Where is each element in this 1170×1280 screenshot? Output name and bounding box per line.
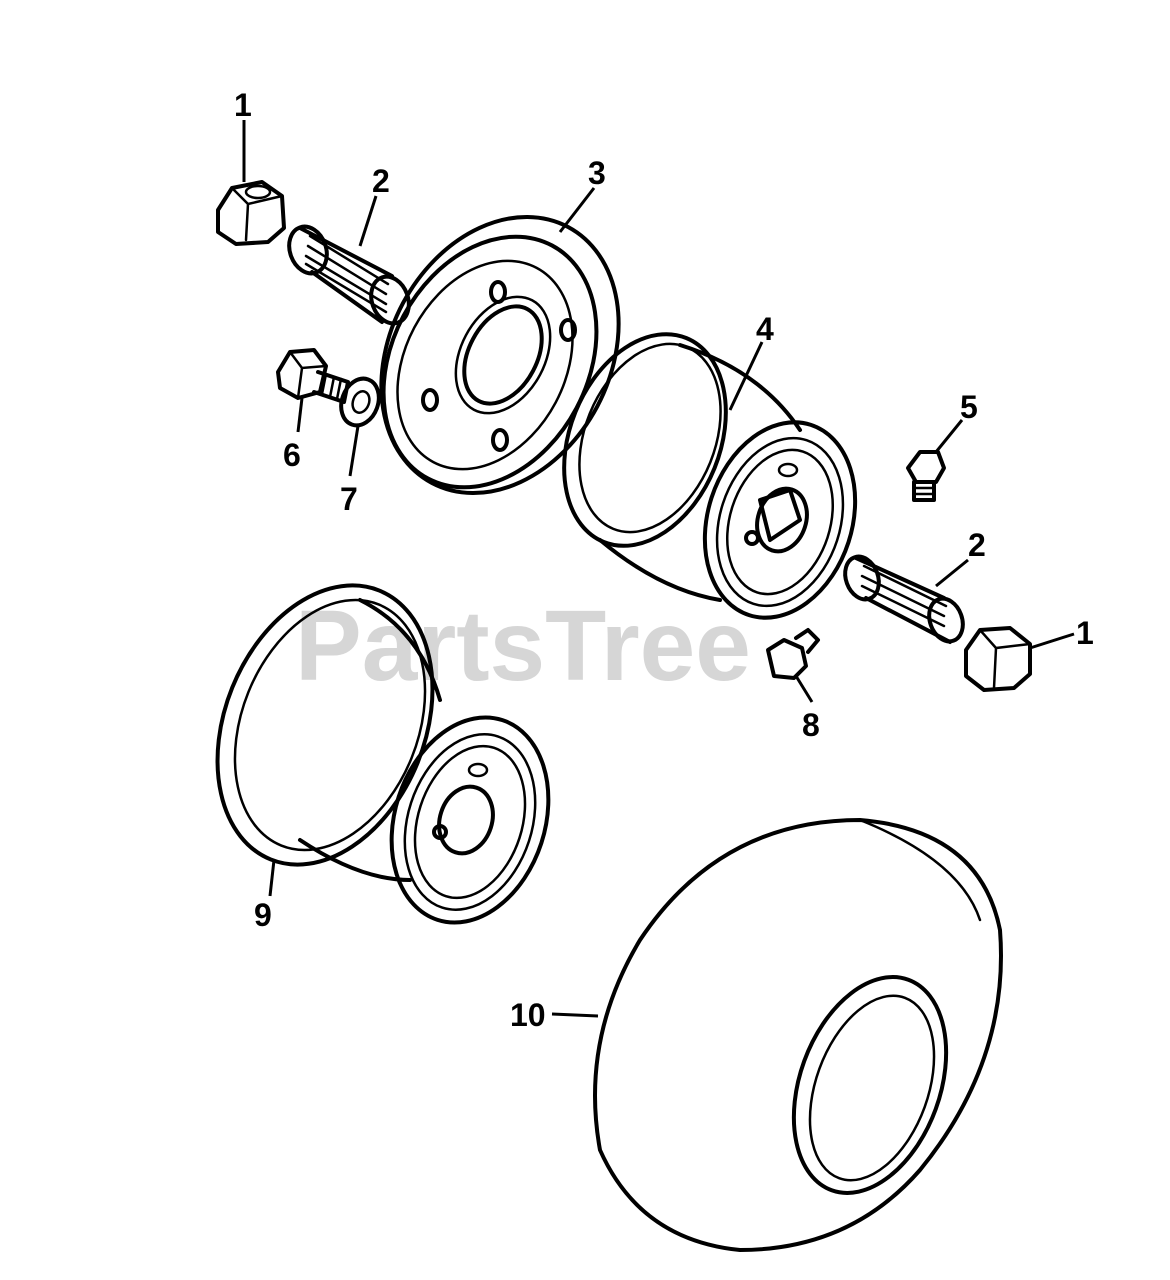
grease-fitting-bottom[interactable]: [766, 628, 820, 680]
disc-hub[interactable]: [335, 175, 665, 534]
washer[interactable]: [335, 373, 385, 430]
bearing-top[interactable]: [283, 221, 415, 328]
callout-2-top: 2: [372, 163, 390, 199]
callout-8: 8: [802, 707, 820, 743]
callout-7: 7: [340, 481, 358, 517]
callout-5: 5: [960, 389, 978, 425]
watermark-text: PartsTree: [295, 590, 751, 702]
rim-half-bottom[interactable]: [178, 553, 574, 943]
nut-right[interactable]: [964, 626, 1032, 692]
callout-1-top: 1: [234, 87, 252, 123]
callout-4: 4: [756, 311, 774, 347]
callout-3: 3: [588, 155, 606, 191]
callout-10: 10: [510, 997, 546, 1033]
callout-1-right: 1: [1076, 615, 1094, 651]
callout-2-right: 2: [968, 527, 986, 563]
bolt[interactable]: [276, 348, 350, 404]
rim-half-top[interactable]: [534, 310, 879, 637]
grease-fitting-top[interactable]: [906, 450, 946, 502]
bearing-right[interactable]: [839, 552, 968, 646]
tire[interactable]: [593, 818, 1003, 1252]
callout-6: 6: [283, 437, 301, 473]
leader-lines: [242, 120, 1075, 1018]
callout-9: 9: [254, 897, 272, 933]
nut-top[interactable]: [216, 180, 286, 246]
